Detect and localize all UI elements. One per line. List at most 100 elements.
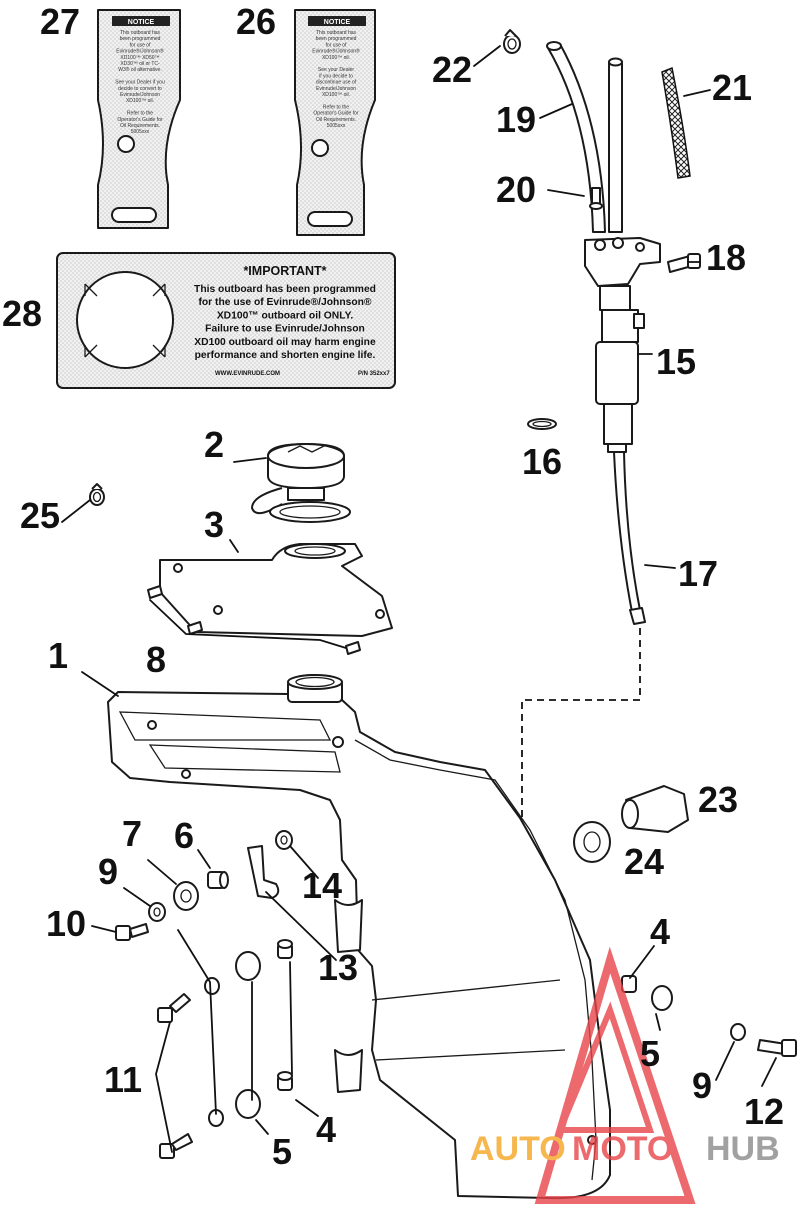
callout-22: 22 bbox=[432, 49, 472, 90]
tag27-hole bbox=[117, 135, 135, 153]
callout-21: 21 bbox=[712, 67, 752, 108]
tag26-lines-line: been programmed bbox=[316, 36, 357, 42]
callout-14: 14 bbox=[302, 865, 342, 906]
tag27-lines-line: XD100™ oil. bbox=[126, 98, 154, 104]
tag27-lines-line: Operator's Guide for bbox=[117, 117, 162, 123]
label28-lines-line: This outboard has been programmed bbox=[194, 284, 376, 295]
callout-26: 26 bbox=[236, 1, 276, 42]
watermark-moto: MOTO bbox=[572, 1130, 673, 1168]
tag26-lines-line: See your Dealer bbox=[318, 67, 354, 73]
washer-9-right bbox=[730, 1023, 746, 1041]
oil-hose-19 bbox=[546, 41, 623, 233]
label28-lines-line: XD100 outboard oil may harm engine bbox=[194, 337, 376, 348]
callout-27: 27 bbox=[40, 1, 80, 42]
callout-numbers: 27 26 28 22 19 21 20 18 15 16 17 2 25 3 … bbox=[2, 1, 784, 1172]
grommet-5-right bbox=[651, 985, 673, 1011]
tag27-lines-line: Refer to the bbox=[127, 111, 153, 117]
label28-cap-circle bbox=[76, 271, 174, 369]
tag26-lines-line: Refer to the bbox=[323, 104, 349, 110]
callout-24: 24 bbox=[624, 841, 664, 882]
callout-6: 6 bbox=[174, 815, 194, 856]
automotohub-watermark: AUTO MOTO HUB bbox=[470, 946, 780, 1204]
callout-17: 17 bbox=[678, 553, 718, 594]
tag27-lines-line: See your Dealer if you bbox=[115, 80, 165, 86]
check-valve-20 bbox=[589, 187, 603, 210]
oil-pickup-sensor-15 bbox=[584, 237, 661, 453]
important-label-28: *IMPORTANT* This outboard has been progr… bbox=[56, 252, 396, 389]
callout-2: 2 bbox=[204, 424, 224, 465]
tag26-lines-line: Oil Requirements. bbox=[316, 117, 356, 123]
label28-lines-line: Failure to use Evinrude/Johnson bbox=[205, 324, 365, 335]
oil-tank-1 bbox=[107, 674, 611, 1200]
tag27-lines-line: Oil Requirements. bbox=[120, 123, 160, 129]
tag27-lines-line: Evinrude®/Johnson® bbox=[116, 48, 164, 55]
callout-20: 20 bbox=[496, 169, 536, 210]
tag26-lines-line: Operator's Guide for bbox=[313, 111, 358, 117]
grommets-5-left bbox=[235, 951, 261, 1119]
callout-9-right: 9 bbox=[692, 1065, 712, 1106]
spacer-4-right bbox=[621, 975, 637, 993]
tag27-header: NOTICE bbox=[128, 19, 155, 26]
callout-8: 8 bbox=[146, 639, 166, 680]
watermark-hub: HUB bbox=[706, 1130, 780, 1168]
leader-lines bbox=[61, 45, 777, 1153]
tag26-lines-line: XD100™ oil. bbox=[322, 92, 350, 98]
tag26-lines-line: Evinrude®/Johnson® bbox=[312, 48, 360, 55]
screws-11 bbox=[157, 993, 193, 1159]
label28-title: *IMPORTANT* bbox=[243, 264, 326, 278]
hose-clamp-22 bbox=[503, 29, 521, 54]
tag27-lines-line: Evinrude/Johnson bbox=[120, 92, 160, 98]
pickup-tube-17 bbox=[521, 451, 646, 860]
grommet-24 bbox=[573, 821, 611, 863]
callout-5-right: 5 bbox=[640, 1033, 660, 1074]
callout-9-left: 9 bbox=[98, 851, 118, 892]
callout-16: 16 bbox=[522, 441, 562, 482]
label28-url: WWW.EVINRUDE.COM bbox=[215, 371, 280, 377]
tag26-hole bbox=[311, 139, 329, 157]
fitting-23 bbox=[621, 785, 689, 833]
callout-1: 1 bbox=[48, 635, 68, 676]
watermark-triangle-outer bbox=[534, 946, 696, 1204]
tag27-lines-line: This outboard has bbox=[120, 30, 161, 36]
tag27-lines-line: XD30™ oil or TC- bbox=[120, 61, 160, 67]
tag26-slot bbox=[307, 211, 353, 227]
spacers-4-left bbox=[277, 939, 293, 1091]
tag26-lines-line: 5005xxx bbox=[327, 123, 346, 129]
grommet-7 bbox=[173, 881, 199, 911]
callout-25: 25 bbox=[20, 495, 60, 536]
tag26-lines-line: Evinrude/Johnson bbox=[316, 86, 356, 92]
tag27-lines-line: decide to convert to bbox=[118, 86, 162, 92]
tag27-slot bbox=[111, 207, 157, 223]
callout-4-right: 4 bbox=[650, 911, 670, 952]
routing-dashed-line bbox=[521, 628, 641, 860]
tag27-lines-line: 5005xxx bbox=[131, 129, 150, 135]
callout-19: 19 bbox=[496, 99, 536, 140]
label28-partno: P/N 352xx7 bbox=[358, 371, 390, 377]
o-ring-16 bbox=[527, 418, 557, 430]
callout-4-left: 4 bbox=[316, 1109, 336, 1150]
screw-18 bbox=[667, 253, 701, 273]
screw-12 bbox=[757, 1039, 797, 1057]
tag26-lines-line: discontinue use of bbox=[316, 80, 357, 86]
tag26-lines-line: This outboard has bbox=[316, 30, 357, 36]
callout-3: 3 bbox=[204, 504, 224, 545]
braided-sleeve-21 bbox=[661, 66, 691, 179]
callout-13: 13 bbox=[318, 947, 358, 988]
screw-10 bbox=[115, 923, 149, 941]
washers-9-lower bbox=[204, 977, 224, 1127]
clip-13 bbox=[247, 845, 280, 899]
watermark-triangle-inner bbox=[555, 1001, 655, 1133]
hose-clamp-25 bbox=[89, 483, 105, 506]
tag26-header: NOTICE bbox=[324, 19, 351, 26]
callout-28: 28 bbox=[2, 293, 42, 334]
callout-11: 11 bbox=[104, 1059, 142, 1100]
tag27-lines-line: been programmed bbox=[120, 36, 161, 42]
label28-lines-line: performance and shorten engine life. bbox=[195, 350, 376, 361]
watermark-auto: AUTO bbox=[470, 1130, 566, 1168]
tag27-lines-line: XD100™ XD50™ bbox=[120, 55, 159, 61]
